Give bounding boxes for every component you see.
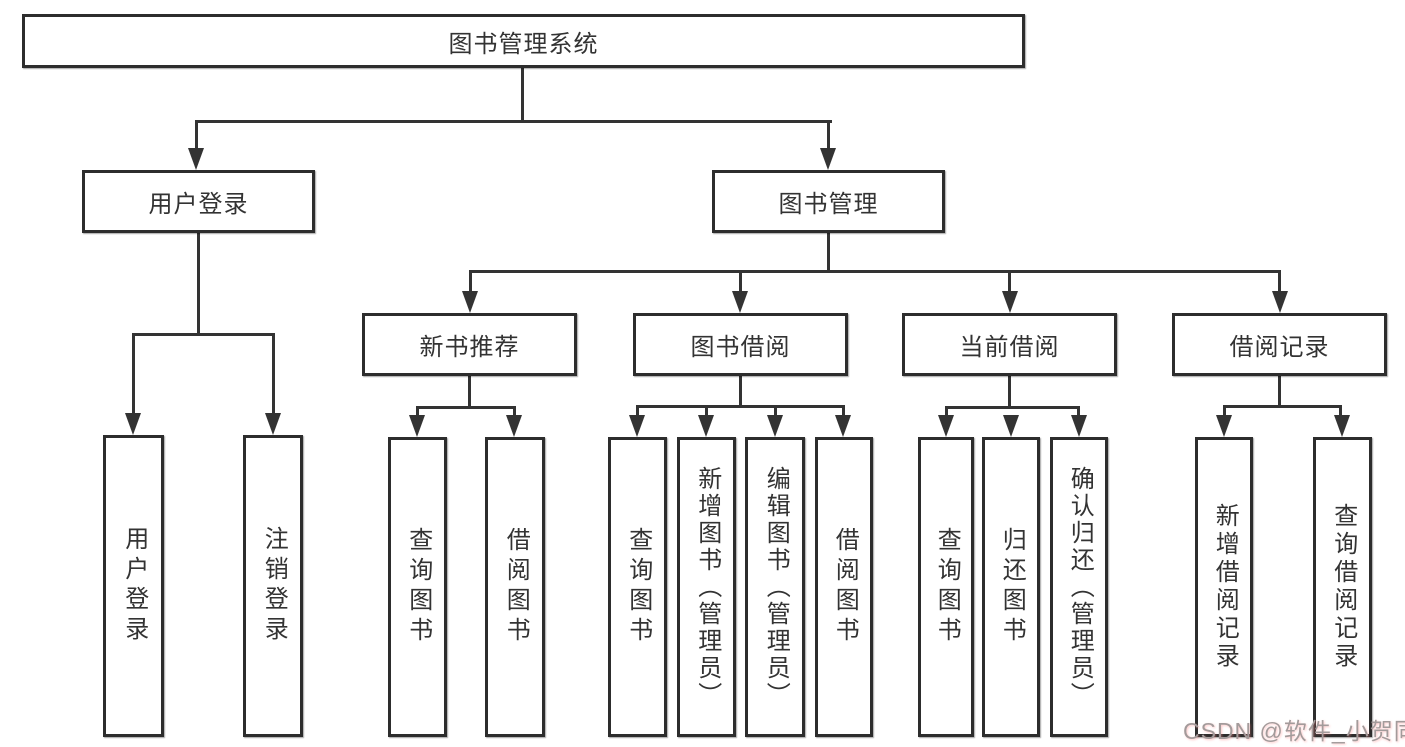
- connector-line: [739, 273, 742, 293]
- connector-line: [195, 123, 198, 150]
- connector-line: [195, 120, 832, 123]
- node-current-borrow: 当前借阅: [902, 313, 1117, 376]
- leaf-bb-borrow-book: 借阅图书: [815, 437, 873, 737]
- node-book-borrow: 图书借阅: [633, 313, 848, 376]
- connector-line: [132, 333, 275, 336]
- connector-line: [636, 405, 845, 408]
- leaf-bb-add-book-admin: 新增图书（管理员）: [677, 437, 736, 737]
- connector-line: [513, 409, 516, 417]
- leaf-nb-query-book: 查询图书: [388, 437, 447, 737]
- arrowhead-icon: [938, 415, 954, 437]
- arrowhead-icon: [125, 413, 141, 435]
- leaf-br-add-record: 新增借阅记录: [1195, 437, 1253, 737]
- arrowhead-icon: [698, 415, 714, 437]
- arrowhead-icon: [265, 413, 281, 435]
- connector-line: [416, 409, 419, 417]
- leaf-br-query-record: 查询借阅记录: [1313, 437, 1372, 737]
- leaf-bb-query-book: 查询图书: [608, 437, 667, 737]
- connector-line: [1223, 405, 1342, 408]
- arrowhead-icon: [820, 148, 836, 170]
- leaf-cb-query-book: 查询图书: [918, 437, 974, 737]
- node-new-book-rec: 新书推荐: [362, 313, 577, 376]
- connector-line: [827, 123, 830, 150]
- connector-line: [1077, 409, 1080, 417]
- connector-line: [739, 376, 742, 407]
- connector-line: [416, 406, 516, 409]
- node-borrow-record: 借阅记录: [1172, 313, 1387, 376]
- connector-line: [705, 408, 708, 417]
- arrowhead-icon: [1071, 415, 1087, 437]
- connector-line: [469, 273, 472, 293]
- arrowhead-icon: [1003, 415, 1019, 437]
- arrowhead-icon: [732, 291, 748, 313]
- connector-line: [468, 376, 471, 408]
- leaf-nb-borrow-book: 借阅图书: [485, 437, 545, 737]
- connector-line: [1008, 376, 1011, 408]
- connector-line: [272, 336, 275, 415]
- arrowhead-icon: [835, 415, 851, 437]
- node-book-mgmt: 图书管理: [712, 170, 945, 233]
- connector-line: [469, 270, 1281, 273]
- leaf-logout: 注销登录: [243, 435, 303, 737]
- arrowhead-icon: [767, 415, 783, 437]
- connector-line: [945, 406, 1080, 409]
- arrowhead-icon: [409, 415, 425, 437]
- connector-line: [774, 408, 777, 417]
- connector-line: [132, 336, 135, 415]
- arrowhead-icon: [506, 415, 522, 437]
- arrowhead-icon: [1002, 291, 1018, 313]
- connector-line: [521, 68, 524, 122]
- connector-line: [1278, 273, 1281, 293]
- arrowhead-icon: [629, 415, 645, 437]
- connector-line: [1008, 273, 1011, 293]
- connector-line: [197, 233, 200, 335]
- connector-line: [1223, 408, 1226, 417]
- connector-line: [827, 233, 830, 273]
- leaf-cb-confirm-return-admin: 确认归还（管理员）: [1050, 437, 1108, 737]
- node-user-login: 用户登录: [82, 170, 315, 233]
- connector-line: [945, 409, 948, 417]
- arrowhead-icon: [1334, 415, 1350, 437]
- connector-line: [636, 408, 639, 417]
- connector-line: [1278, 376, 1281, 407]
- csdn-watermark: CSDN @软件_小贺同学: [1183, 718, 1405, 744]
- arrowhead-icon: [462, 291, 478, 313]
- node-root: 图书管理系统: [22, 14, 1025, 68]
- arrowhead-icon: [1216, 415, 1232, 437]
- leaf-bb-edit-book-admin: 编辑图书（管理员）: [745, 437, 805, 737]
- leaf-user-login: 用户登录: [103, 435, 164, 737]
- leaf-cb-return-book: 归还图书: [982, 437, 1040, 737]
- connector-line: [1339, 408, 1342, 417]
- arrowhead-icon: [188, 148, 204, 170]
- connector-line: [842, 408, 845, 417]
- arrowhead-icon: [1272, 291, 1288, 313]
